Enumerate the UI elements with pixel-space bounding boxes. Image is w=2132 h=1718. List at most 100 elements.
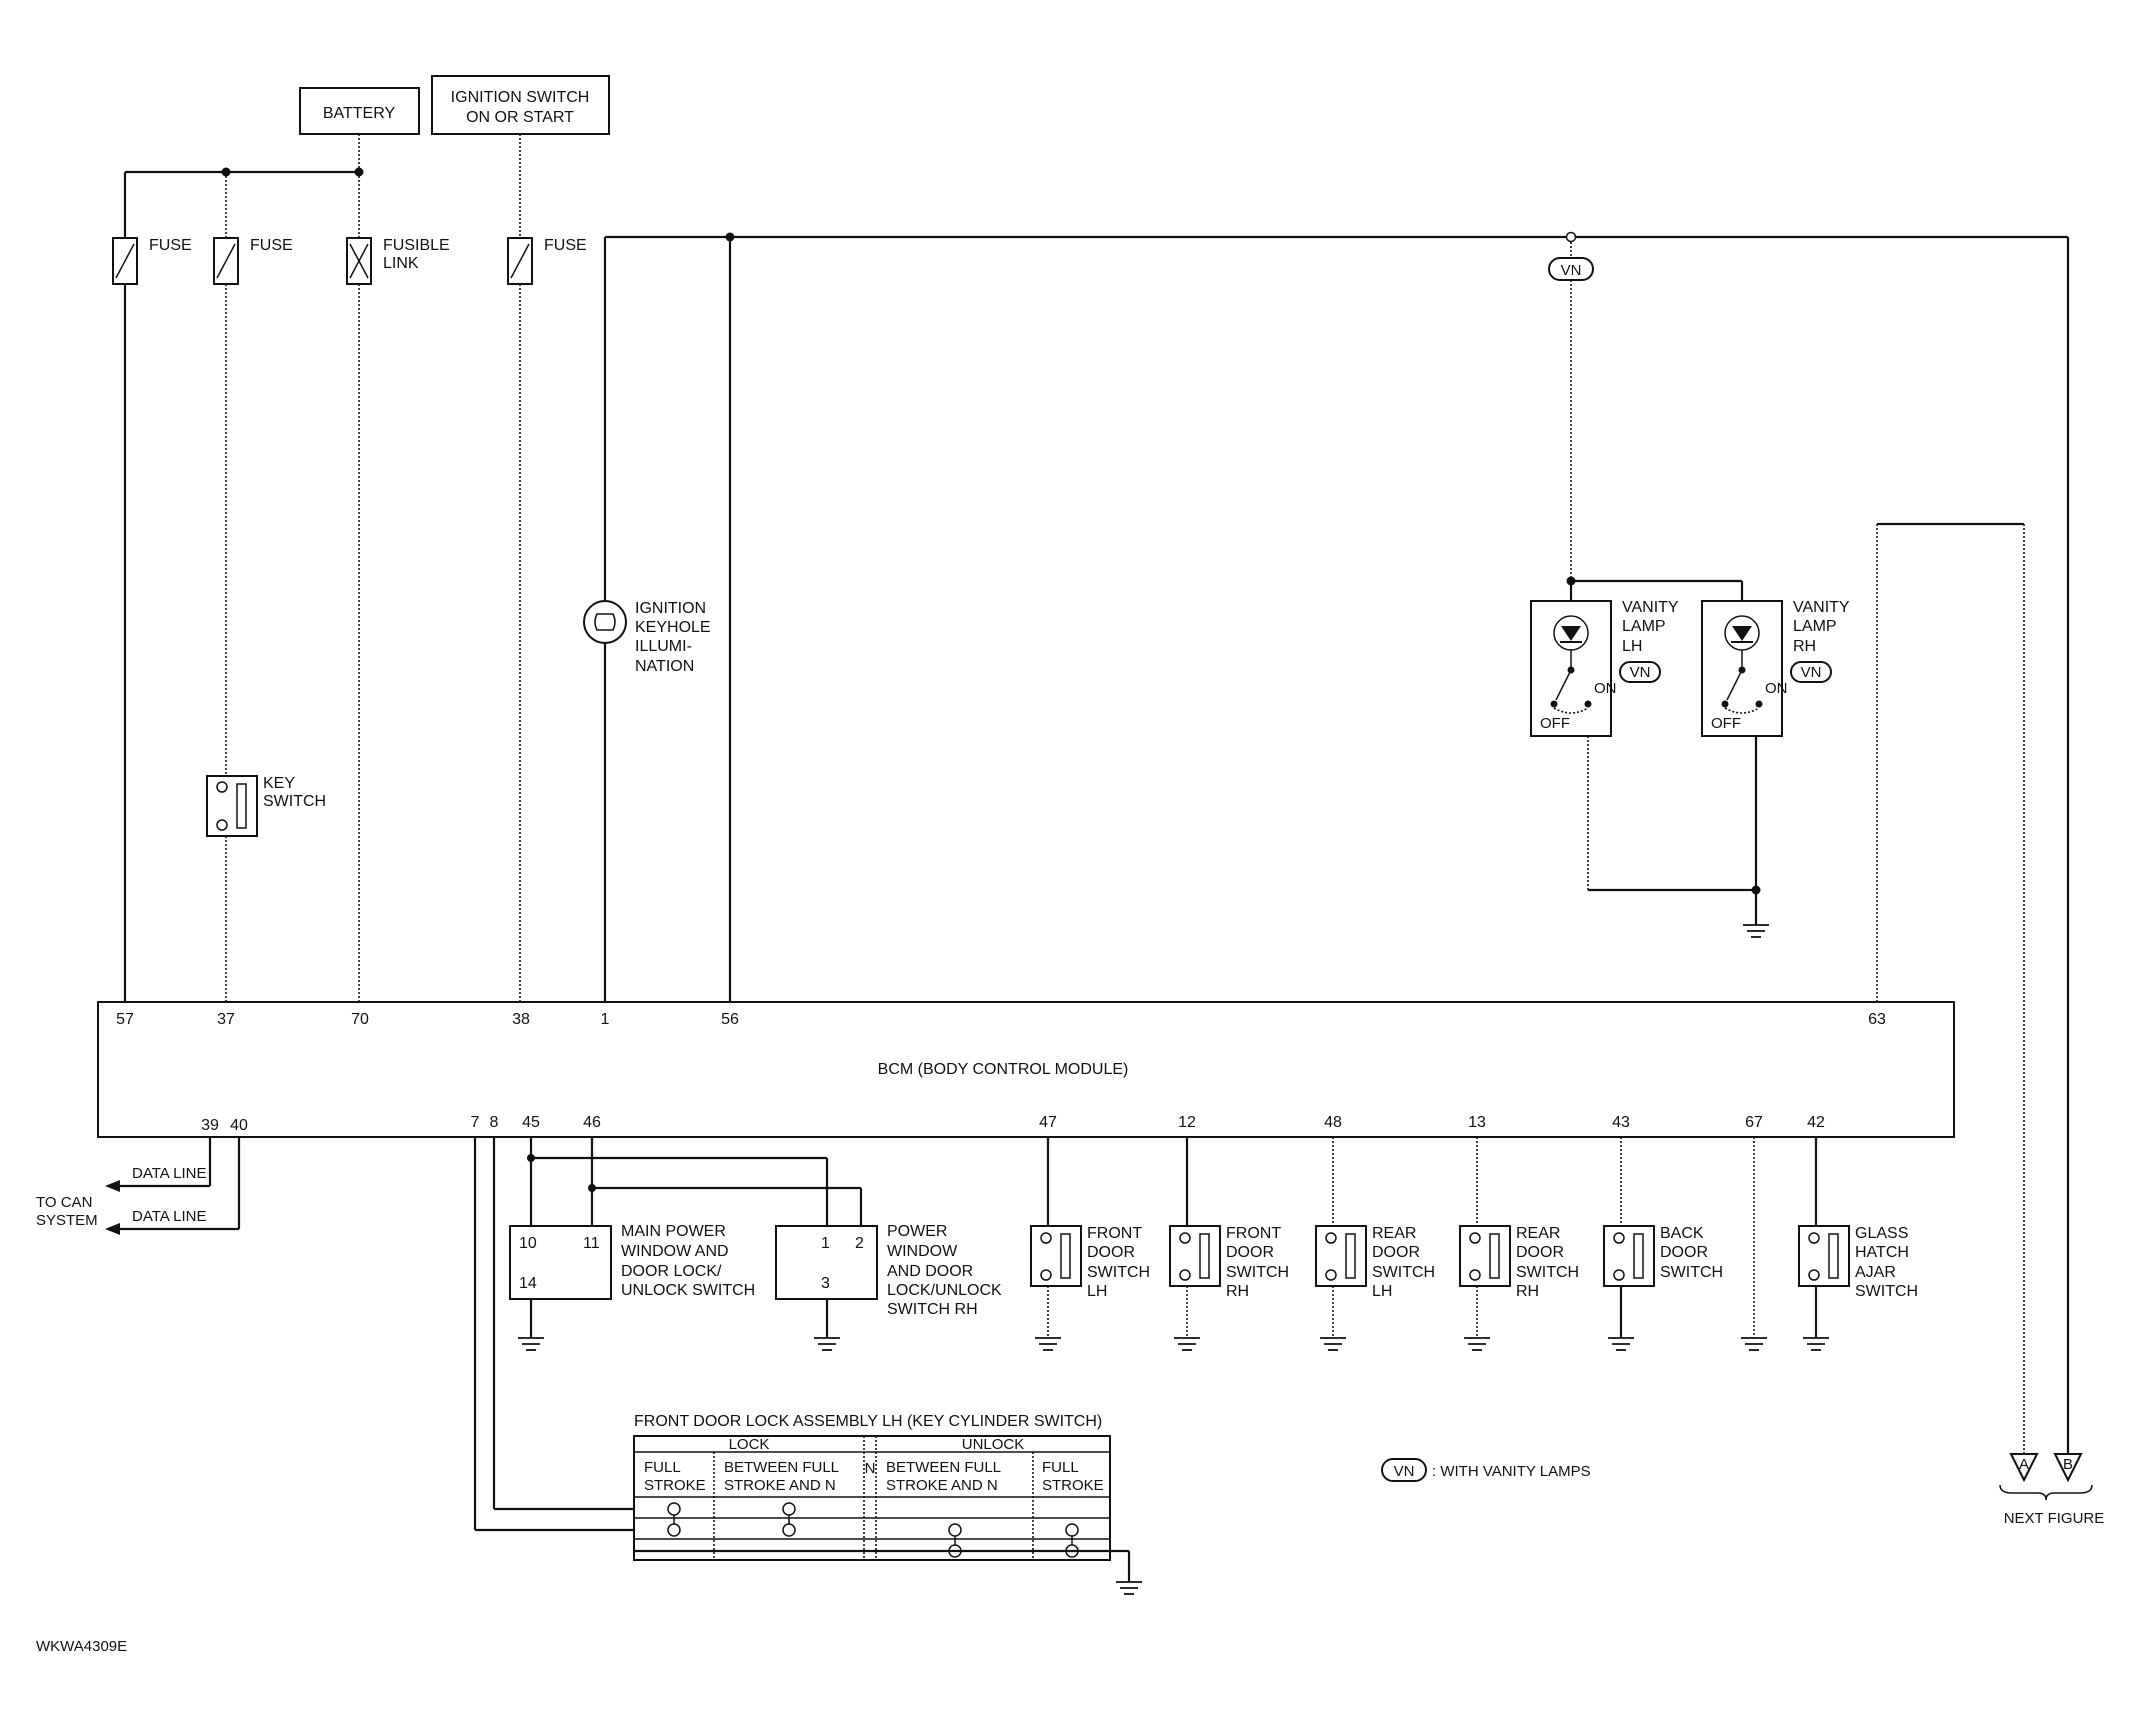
ignition-keyhole-illumination-lamp: IGNITION KEYHOLE ILLUMI- NATION <box>583 600 711 675</box>
pw-rh-label: POWER <box>887 1223 947 1240</box>
fuse-label: FUSE <box>250 237 293 254</box>
pin-label: 1 <box>821 1235 830 1252</box>
pin-label: 40 <box>230 1117 248 1134</box>
fusible-link-70: FUSIBLE LINK <box>346 237 450 285</box>
lock-between-label: BETWEEN FULL <box>724 1459 839 1476</box>
pin-label: 70 <box>351 1011 369 1028</box>
ignition-switch-source: IGNITION SWITCH ON OR START <box>431 75 610 135</box>
front-door-lock-assembly-lh: FRONT DOOR LOCK ASSEMBLY LH (KEY CYLINDE… <box>633 1413 1111 1561</box>
door-switch-label-4: RH <box>1516 1283 1539 1300</box>
door-switch-label-3: SWITCH <box>1087 1264 1150 1281</box>
to-can-label: TO CAN <box>36 1194 92 1211</box>
pw-rh-label-5: SWITCH RH <box>887 1301 978 1318</box>
vanity-lh-label-3: LH <box>1622 638 1642 655</box>
pin-label: 46 <box>583 1114 601 1131</box>
data-line-label: DATA LINE <box>132 1208 206 1225</box>
door-switch-label-2: DOOR <box>1516 1244 1564 1261</box>
legend-text: : WITH VANITY LAMPS <box>1432 1463 1591 1480</box>
pin-label: 2 <box>855 1235 864 1252</box>
vn-legend: VN : WITH VANITY LAMPS <box>1381 1458 1591 1482</box>
pw-rh-label-4: LOCK/UNLOCK <box>887 1282 1002 1299</box>
pin-label: 3 <box>821 1275 830 1292</box>
figure-id: WKWA4309E <box>36 1638 127 1655</box>
main-pw-label-2: WINDOW AND <box>621 1243 729 1260</box>
arrow-left-icon <box>105 1180 120 1192</box>
door-switch-label-3: AJAR <box>1855 1264 1896 1281</box>
door-switch-label-3: SWITCH <box>1660 1264 1723 1281</box>
main-pw-label: MAIN POWER <box>621 1223 726 1240</box>
pin-label: 56 <box>721 1011 739 1028</box>
door-switch-label-4: RH <box>1226 1283 1249 1300</box>
lock-full-stroke-label: FULL <box>644 1459 681 1476</box>
main-pw-label-4: UNLOCK SWITCH <box>621 1282 755 1299</box>
ground-icon <box>518 1337 544 1351</box>
door-switch-label-2: HATCH <box>1855 1244 1909 1261</box>
pin-label: 7 <box>471 1114 480 1131</box>
lock-between-label-2: STROKE AND N <box>724 1477 836 1494</box>
door-switch-label: FRONT <box>1087 1225 1142 1242</box>
door-switch-label: BACK <box>1660 1225 1704 1242</box>
lock-full-stroke-label-2: STROKE <box>644 1477 706 1494</box>
lock-header: LOCK <box>729 1436 770 1453</box>
pin-label: 39 <box>201 1117 219 1134</box>
door-switch-label-2: DOOR <box>1660 1244 1708 1261</box>
pin-label: 10 <box>519 1235 537 1252</box>
pw-rh-label-2: WINDOW <box>887 1243 958 1260</box>
vanity-rh-label: VANITY <box>1793 599 1850 616</box>
key-switch-label-2: SWITCH <box>263 793 326 810</box>
vanity-rh-on-label: ON <box>1765 680 1788 697</box>
next-figure-label: NEXT FIGURE <box>2004 1510 2105 1527</box>
ignition-switch-label: IGNITION SWITCH <box>451 89 590 106</box>
contact-lock-full <box>667 1502 681 1537</box>
fusible-link-label: FUSIBLE <box>383 237 450 254</box>
pin-label: 12 <box>1178 1114 1196 1131</box>
pin-label: 11 <box>583 1235 600 1252</box>
power-window-switch-rh: 1 2 3 POWER WINDOW AND DOOR LOCK/UNLOCK … <box>775 1223 1002 1318</box>
arrow-left-icon <box>105 1223 120 1235</box>
pin-label: 14 <box>519 1275 537 1292</box>
neutral-header: N <box>865 1460 876 1477</box>
ground-icon <box>1741 1337 1767 1351</box>
vanity-lh-label: VANITY <box>1622 599 1679 616</box>
door-switch-label-2: DOOR <box>1087 1244 1135 1261</box>
connector-a-label: A <box>2019 1456 2029 1473</box>
brace-icon <box>1999 1484 2093 1501</box>
main-pw-label-3: DOOR LOCK/ <box>621 1263 722 1280</box>
pin-label: 47 <box>1039 1114 1057 1131</box>
door-switch-label-2: DOOR <box>1372 1244 1420 1261</box>
ignition-switch-state-label: ON OR START <box>466 109 574 126</box>
battery-source: BATTERY <box>299 87 420 135</box>
connector-a: A <box>2009 1453 2039 1483</box>
front-door-switch-rh: FRONT DOOR SWITCH RH <box>1169 1137 1289 1351</box>
fuse-37: FUSE <box>213 237 293 285</box>
pin-label: 67 <box>1745 1114 1763 1131</box>
pin-label: 38 <box>512 1011 530 1028</box>
pin-label: 1 <box>601 1011 610 1028</box>
key-switch: KEY SWITCH <box>206 775 326 837</box>
door-switch-label-4: LH <box>1372 1283 1392 1300</box>
contact-lock-between <box>782 1502 796 1537</box>
rear-door-switch-lh: REAR DOOR SWITCH LH <box>1315 1137 1435 1351</box>
battery-label: BATTERY <box>323 105 396 122</box>
vn-option-tag: VN <box>1548 257 1594 281</box>
door-switch-label: FRONT <box>1226 1225 1281 1242</box>
pw-rh-label-3: AND DOOR <box>887 1263 973 1280</box>
fuse-57: FUSE <box>112 237 192 285</box>
vanity-lh-off-label: OFF <box>1540 715 1570 732</box>
key-switch-label: KEY <box>263 775 295 792</box>
door-switch-label: GLASS <box>1855 1225 1908 1242</box>
illumination-label-3: ILLUMI- <box>635 638 692 655</box>
vanity-lh-label-2: LAMP <box>1622 618 1666 635</box>
pin-label: 63 <box>1868 1011 1886 1028</box>
connector-b-label: B <box>2063 1456 2073 1473</box>
door-switch-label-4: LH <box>1087 1283 1107 1300</box>
bcm-title: BCM (BODY CONTROL MODULE) <box>878 1061 1129 1078</box>
door-switch-label: REAR <box>1372 1225 1416 1242</box>
ground-icon <box>814 1337 840 1351</box>
unlock-between-label: BETWEEN FULL <box>886 1459 1001 1476</box>
vanity-rh-vn-tag: VN <box>1801 664 1822 681</box>
door-switch-label-3: SWITCH <box>1226 1264 1289 1281</box>
pin-label: 48 <box>1324 1114 1342 1131</box>
vanity-lamp-lh: ON OFF VANITY LAMP LH VN <box>1530 599 1679 737</box>
main-power-window-switch: 10 11 14 MAIN POWER WINDOW AND DOOR LOCK… <box>509 1223 755 1300</box>
